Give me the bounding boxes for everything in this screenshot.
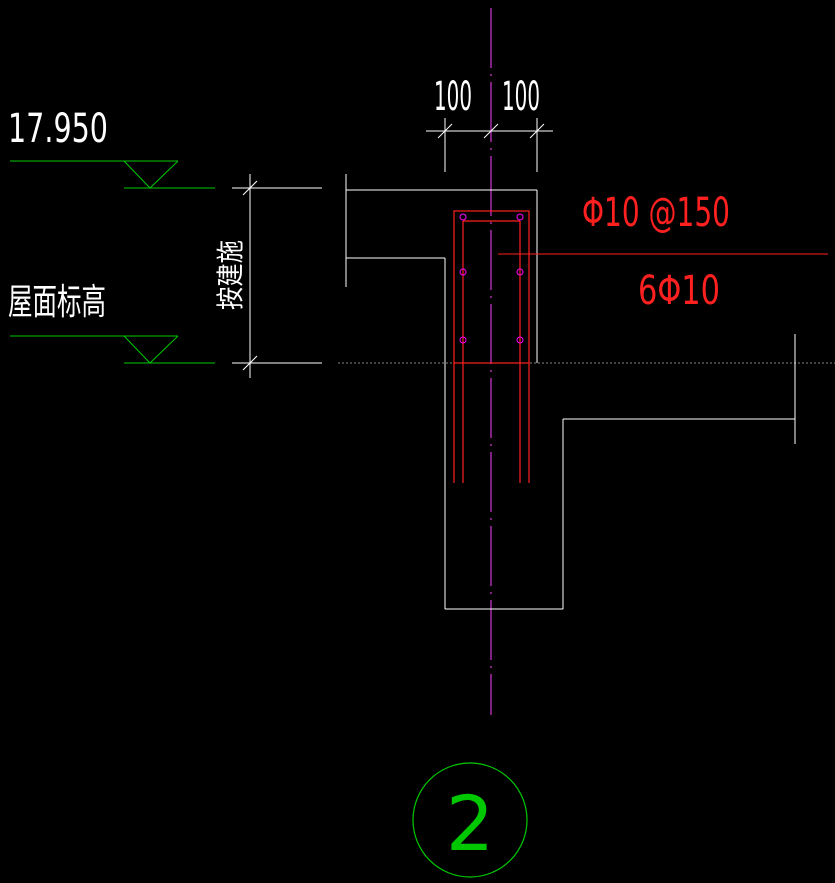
- longitudinal-bars-text: 6Φ10: [638, 268, 720, 314]
- top-dimension: [426, 118, 553, 172]
- concrete-outline: [345, 174, 796, 610]
- detail-number-circle: [412, 762, 528, 878]
- vertical-dimension: [232, 174, 322, 378]
- rebar-stirrup: [453, 210, 530, 483]
- roof-elevation-label: 屋面标高: [8, 282, 106, 323]
- elevation-value-text: 17.950: [8, 106, 108, 152]
- dim-left-text: 100: [434, 74, 472, 120]
- detail-number-text: 2: [446, 779, 494, 868]
- stirrup-spec-text: Φ10 @150: [582, 190, 730, 236]
- elevation-mark-roof: [10, 335, 215, 364]
- dim-right-text: 100: [502, 74, 540, 120]
- elevation-mark-top: [10, 160, 215, 189]
- longitudinal-bar-dots: [459, 213, 524, 344]
- vertical-dim-text: 按建施: [214, 240, 247, 310]
